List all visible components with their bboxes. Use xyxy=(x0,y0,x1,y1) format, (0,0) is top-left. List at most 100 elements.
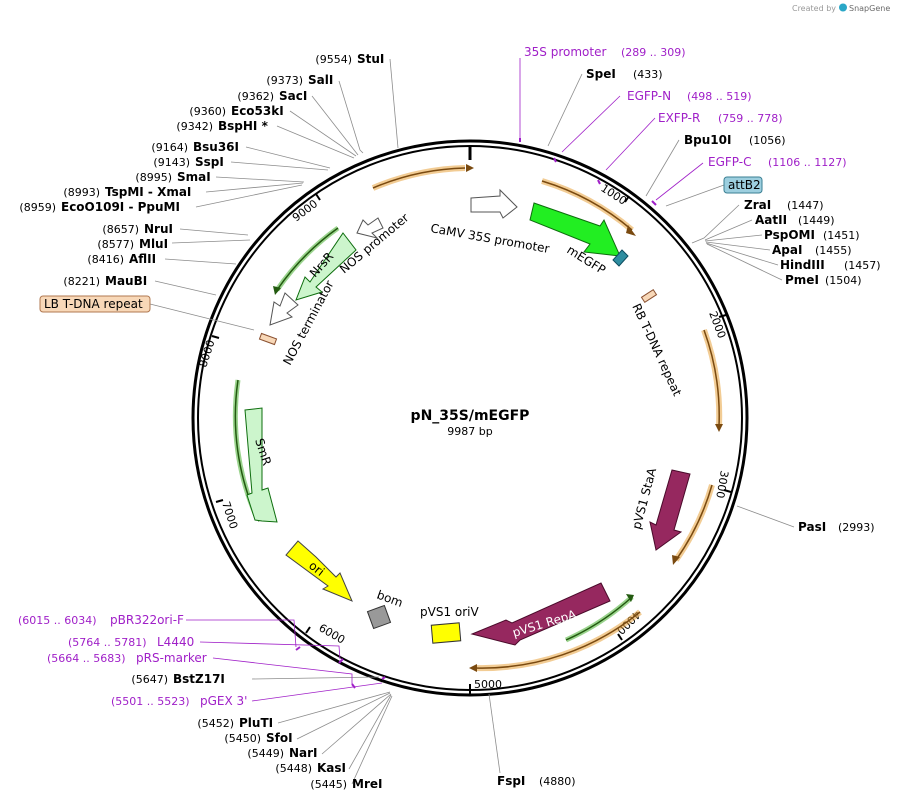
svg-text:SacI: SacI xyxy=(279,89,307,103)
pvs1-staa-arrow xyxy=(649,469,691,551)
svg-text:ZraI: ZraI xyxy=(744,198,771,212)
svg-text:(9164): (9164) xyxy=(151,141,188,154)
enzyme-aflii: (8416)AflII xyxy=(87,252,156,266)
enzyme-apai: ApaI(1455) xyxy=(772,243,852,257)
enzyme-aatii: AatII (1449) xyxy=(755,213,835,227)
svg-text:(8221): (8221) xyxy=(63,275,100,288)
svg-text:(9373): (9373) xyxy=(266,74,303,87)
enzyme-kasi: (5448)KasI xyxy=(275,761,346,775)
svg-text:Bpu10I: Bpu10I xyxy=(684,133,731,147)
svg-text:(5450): (5450) xyxy=(224,732,261,745)
primer-egfp-n: EGFP-N(498 .. 519) xyxy=(627,89,752,103)
svg-text:AatII: AatII xyxy=(755,213,787,227)
svg-text:pBR322ori-F: pBR322ori-F xyxy=(110,613,184,627)
svg-text:(1451): (1451) xyxy=(823,229,860,242)
enzyme-eco53ki: (9360)Eco53kI xyxy=(189,104,283,118)
svg-text:TspMI - XmaI: TspMI - XmaI xyxy=(105,185,191,199)
svg-text:L4440: L4440 xyxy=(157,635,194,649)
credit-brand: SnapGene xyxy=(849,4,890,13)
svg-text:EGFP-N: EGFP-N xyxy=(627,89,671,103)
bom-label: bom xyxy=(375,588,405,610)
svg-text:MauBI: MauBI xyxy=(105,274,147,288)
nos-terminator-arrow xyxy=(269,292,299,326)
camv-35s-promoter-arrow xyxy=(470,188,518,219)
enzyme-mlui: (8577) MluI xyxy=(97,237,168,251)
nos-promoter-arrow xyxy=(356,217,384,239)
svg-text:StuI: StuI xyxy=(357,52,384,66)
enzyme-zrai: ZraI(1447) xyxy=(744,198,824,212)
svg-text:(5448): (5448) xyxy=(275,762,312,775)
enzyme-pluti: (5452)PluTI xyxy=(197,716,273,730)
svg-text:(9360): (9360) xyxy=(189,105,226,118)
primer-35s-promoter: 35S promoter(289 .. 309) xyxy=(524,45,686,59)
plasmid-name: pN_35S/mEGFP xyxy=(411,408,530,424)
tick-3000: 3000 xyxy=(713,469,732,499)
tick-1000: 1000 xyxy=(598,182,630,208)
svg-text:(1449): (1449) xyxy=(798,214,835,227)
svg-text:(1056): (1056) xyxy=(749,134,786,147)
smr-arrow xyxy=(244,407,278,523)
enzyme-maubi: (8221) MauBI xyxy=(63,274,147,288)
pvs1-oriv-label: pVS1 oriV xyxy=(420,605,480,619)
svg-text:Bsu36I: Bsu36I xyxy=(193,140,239,154)
megfp-arrow xyxy=(529,202,629,267)
svg-text:SmaI: SmaI xyxy=(177,170,211,184)
orf-arc-right-bottom xyxy=(672,484,715,565)
svg-text:(8993): (8993) xyxy=(63,186,100,199)
enzyme-nrui: (8657)NruI xyxy=(102,222,173,236)
svg-text:(9554): (9554) xyxy=(315,53,352,66)
svg-text:pGEX 3': pGEX 3' xyxy=(200,694,247,708)
svg-text:(5445): (5445) xyxy=(310,778,347,791)
svg-text:BstZ17I: BstZ17I xyxy=(173,672,225,686)
enzyme-bsphi: (9342)BspHI * xyxy=(176,119,268,133)
svg-text:(5449): (5449) xyxy=(247,747,284,760)
enzyme-fspi: FspI(4880) xyxy=(497,774,576,788)
svg-text:(1457): (1457) xyxy=(844,259,881,272)
svg-text:NruI: NruI xyxy=(144,222,173,236)
primer-leaders xyxy=(186,58,704,702)
enzyme-stui: (9554) StuI xyxy=(315,52,384,66)
svg-text:(2993): (2993) xyxy=(838,521,875,534)
bom-box xyxy=(366,604,392,630)
svg-text:NarI: NarI xyxy=(289,746,318,760)
svg-text:5000: 5000 xyxy=(474,678,502,691)
enzyme-ecoo109i-ppumi: (8959)EcoO109I - PpuMI xyxy=(19,200,180,214)
svg-text:7000: 7000 xyxy=(219,500,240,531)
orf-arc-top xyxy=(371,164,474,191)
credit-created-by: Created by xyxy=(792,4,836,13)
enzyme-bstz17i: (5647) BstZ17I xyxy=(131,672,224,686)
svg-text:SpeI: SpeI xyxy=(586,67,616,81)
svg-text:SalI: SalI xyxy=(308,73,333,87)
svg-text:(1504): (1504) xyxy=(825,274,862,287)
tick-5000: 5000 xyxy=(469,678,502,694)
enzyme-smai: (8995)SmaI xyxy=(135,170,210,184)
svg-text:PmeI: PmeI xyxy=(785,273,819,287)
svg-text:(8577): (8577) xyxy=(97,238,134,251)
svg-text:(5647): (5647) xyxy=(131,673,168,686)
ori-arrow xyxy=(285,540,353,602)
primer-pbr322ori-f: (6015 .. 6034)pBR322ori-F xyxy=(18,613,184,627)
enzyme-pasi: PasI(2993) xyxy=(798,520,875,534)
enzyme-sali: (9373) SalI xyxy=(266,73,333,87)
primer-exfp-r: EXFP-R(759 .. 778) xyxy=(658,111,783,125)
leaders-bottom xyxy=(251,676,501,785)
svg-text:(289 .. 309): (289 .. 309) xyxy=(621,46,686,59)
svg-text:8000: 8000 xyxy=(196,338,217,369)
svg-text:1000: 1000 xyxy=(598,182,629,208)
svg-text:(433): (433) xyxy=(633,68,663,81)
leaders-left xyxy=(149,58,399,331)
enzyme-mrei: (5445)MreI xyxy=(310,777,382,791)
svg-text:6000: 6000 xyxy=(317,621,348,646)
svg-text:SspI: SspI xyxy=(195,155,224,169)
svg-text:(1455): (1455) xyxy=(815,244,852,257)
svg-text:(1106 .. 1127): (1106 .. 1127) xyxy=(768,156,847,169)
enzyme-spei: SpeI (433) xyxy=(586,67,663,81)
svg-text:HindIII: HindIII xyxy=(780,258,825,272)
svg-text:BspHI *: BspHI * xyxy=(218,119,269,133)
orf-arc-upper-left xyxy=(273,225,340,295)
rb-t-dna-repeat-mark xyxy=(640,288,658,304)
attb2-box xyxy=(723,176,763,194)
svg-text:PspOMI: PspOMI xyxy=(764,228,815,242)
svg-text:MluI: MluI xyxy=(139,237,168,251)
